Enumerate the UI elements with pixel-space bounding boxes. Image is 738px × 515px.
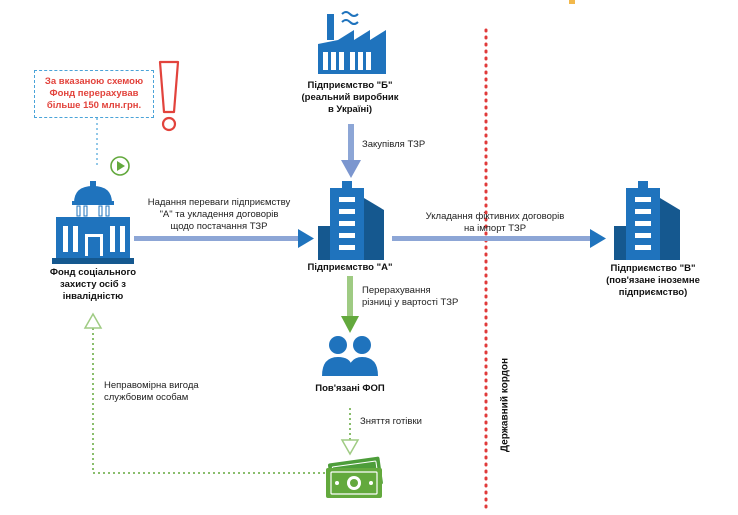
edge-label-undue-benefit-line1: Неправомірна вигода (104, 380, 199, 391)
edge-label-preference-line1: Надання переваги підприємству (147, 197, 291, 208)
state-border-label-text: Державний кордон (499, 357, 511, 453)
edge-label-preference-line2: "А" та укладення договорів (159, 209, 279, 220)
exclamation-icon (158, 60, 180, 132)
enterprise-a-label: Підприємство "А" (307, 262, 393, 273)
arrow-a-to-v (392, 229, 606, 248)
edge-label-preference-line3: щодо постачання ТЗР (170, 221, 268, 232)
edge-label-transfer-line2: різниці у вартості ТЗР (362, 297, 459, 308)
fop-label: Пов'язані ФОП (315, 383, 385, 394)
edge-label-cash-withdrawal: Зняття готівки (360, 416, 422, 427)
enterprise-b-line3: в Україні) (327, 104, 373, 115)
people-icon (322, 336, 378, 376)
office-building-v-icon (614, 181, 680, 260)
fund-label-line1: Фонд соціального (49, 267, 137, 278)
edge-label-transfer-line1: Перерахування (362, 285, 431, 296)
arrow-a-to-fop (341, 276, 359, 333)
arrow-b-to-a (341, 124, 361, 178)
fund-label-line2: захисту осіб з (60, 279, 126, 290)
edge-label-purchase: Закупівля ТЗР (362, 139, 426, 150)
warning-note: За вказаною схемою Фонд перерахував біль… (34, 70, 154, 118)
warning-note-line1: За вказаною схемою (44, 76, 144, 87)
edge-label-preference: Надання переваги підприємству "А" та укл… (133, 197, 305, 233)
top-accent-mark (569, 0, 575, 4)
office-building-a-icon (318, 181, 384, 260)
enterprise-b-line2: (реальний виробник (301, 92, 399, 103)
edge-label-fictitious-line2: на імпорт ТЗР (463, 223, 527, 234)
government-building-icon (52, 181, 134, 264)
edge-label-undue-benefit-line2: службовим особам (104, 392, 189, 403)
arrow-cash-to-fund (83, 312, 325, 474)
edge-label-transfer: Перерахування різниці у вартості ТЗР (362, 285, 482, 309)
enterprise-b-label: Підприємство "Б" (реальний виробник в Ук… (280, 80, 420, 116)
enterprise-b-line1: Підприємство "Б" (307, 80, 393, 91)
factory-icon (318, 11, 386, 74)
enterprise-v-line1: Підприємство "В" (610, 263, 696, 274)
play-icon (110, 156, 130, 176)
edge-label-fictitious: Укладання фіктивних договорів на імпорт … (400, 211, 590, 235)
warning-note-line2: Фонд перерахував (49, 88, 139, 99)
fund-label-line3: інвалідністю (62, 291, 124, 302)
edge-label-fictitious-line1: Укладання фіктивних договорів (425, 211, 565, 222)
enterprise-v-line3: підприємство) (618, 287, 688, 298)
edge-label-undue-benefit: Неправомірна вигода службовим особам (104, 380, 224, 404)
arrow-fund-to-a (134, 229, 314, 248)
warning-note-line3: більше 150 млн.грн. (46, 100, 142, 111)
enterprise-v-label: Підприємство "В" (пов'язане іноземне під… (583, 263, 723, 299)
fund-label: Фонд соціального захисту осіб з інвалідн… (28, 267, 158, 303)
arrow-fop-to-cash (340, 408, 360, 456)
enterprise-v-line2: (пов'язане іноземне (606, 275, 700, 286)
cash-money-icon (326, 456, 383, 498)
